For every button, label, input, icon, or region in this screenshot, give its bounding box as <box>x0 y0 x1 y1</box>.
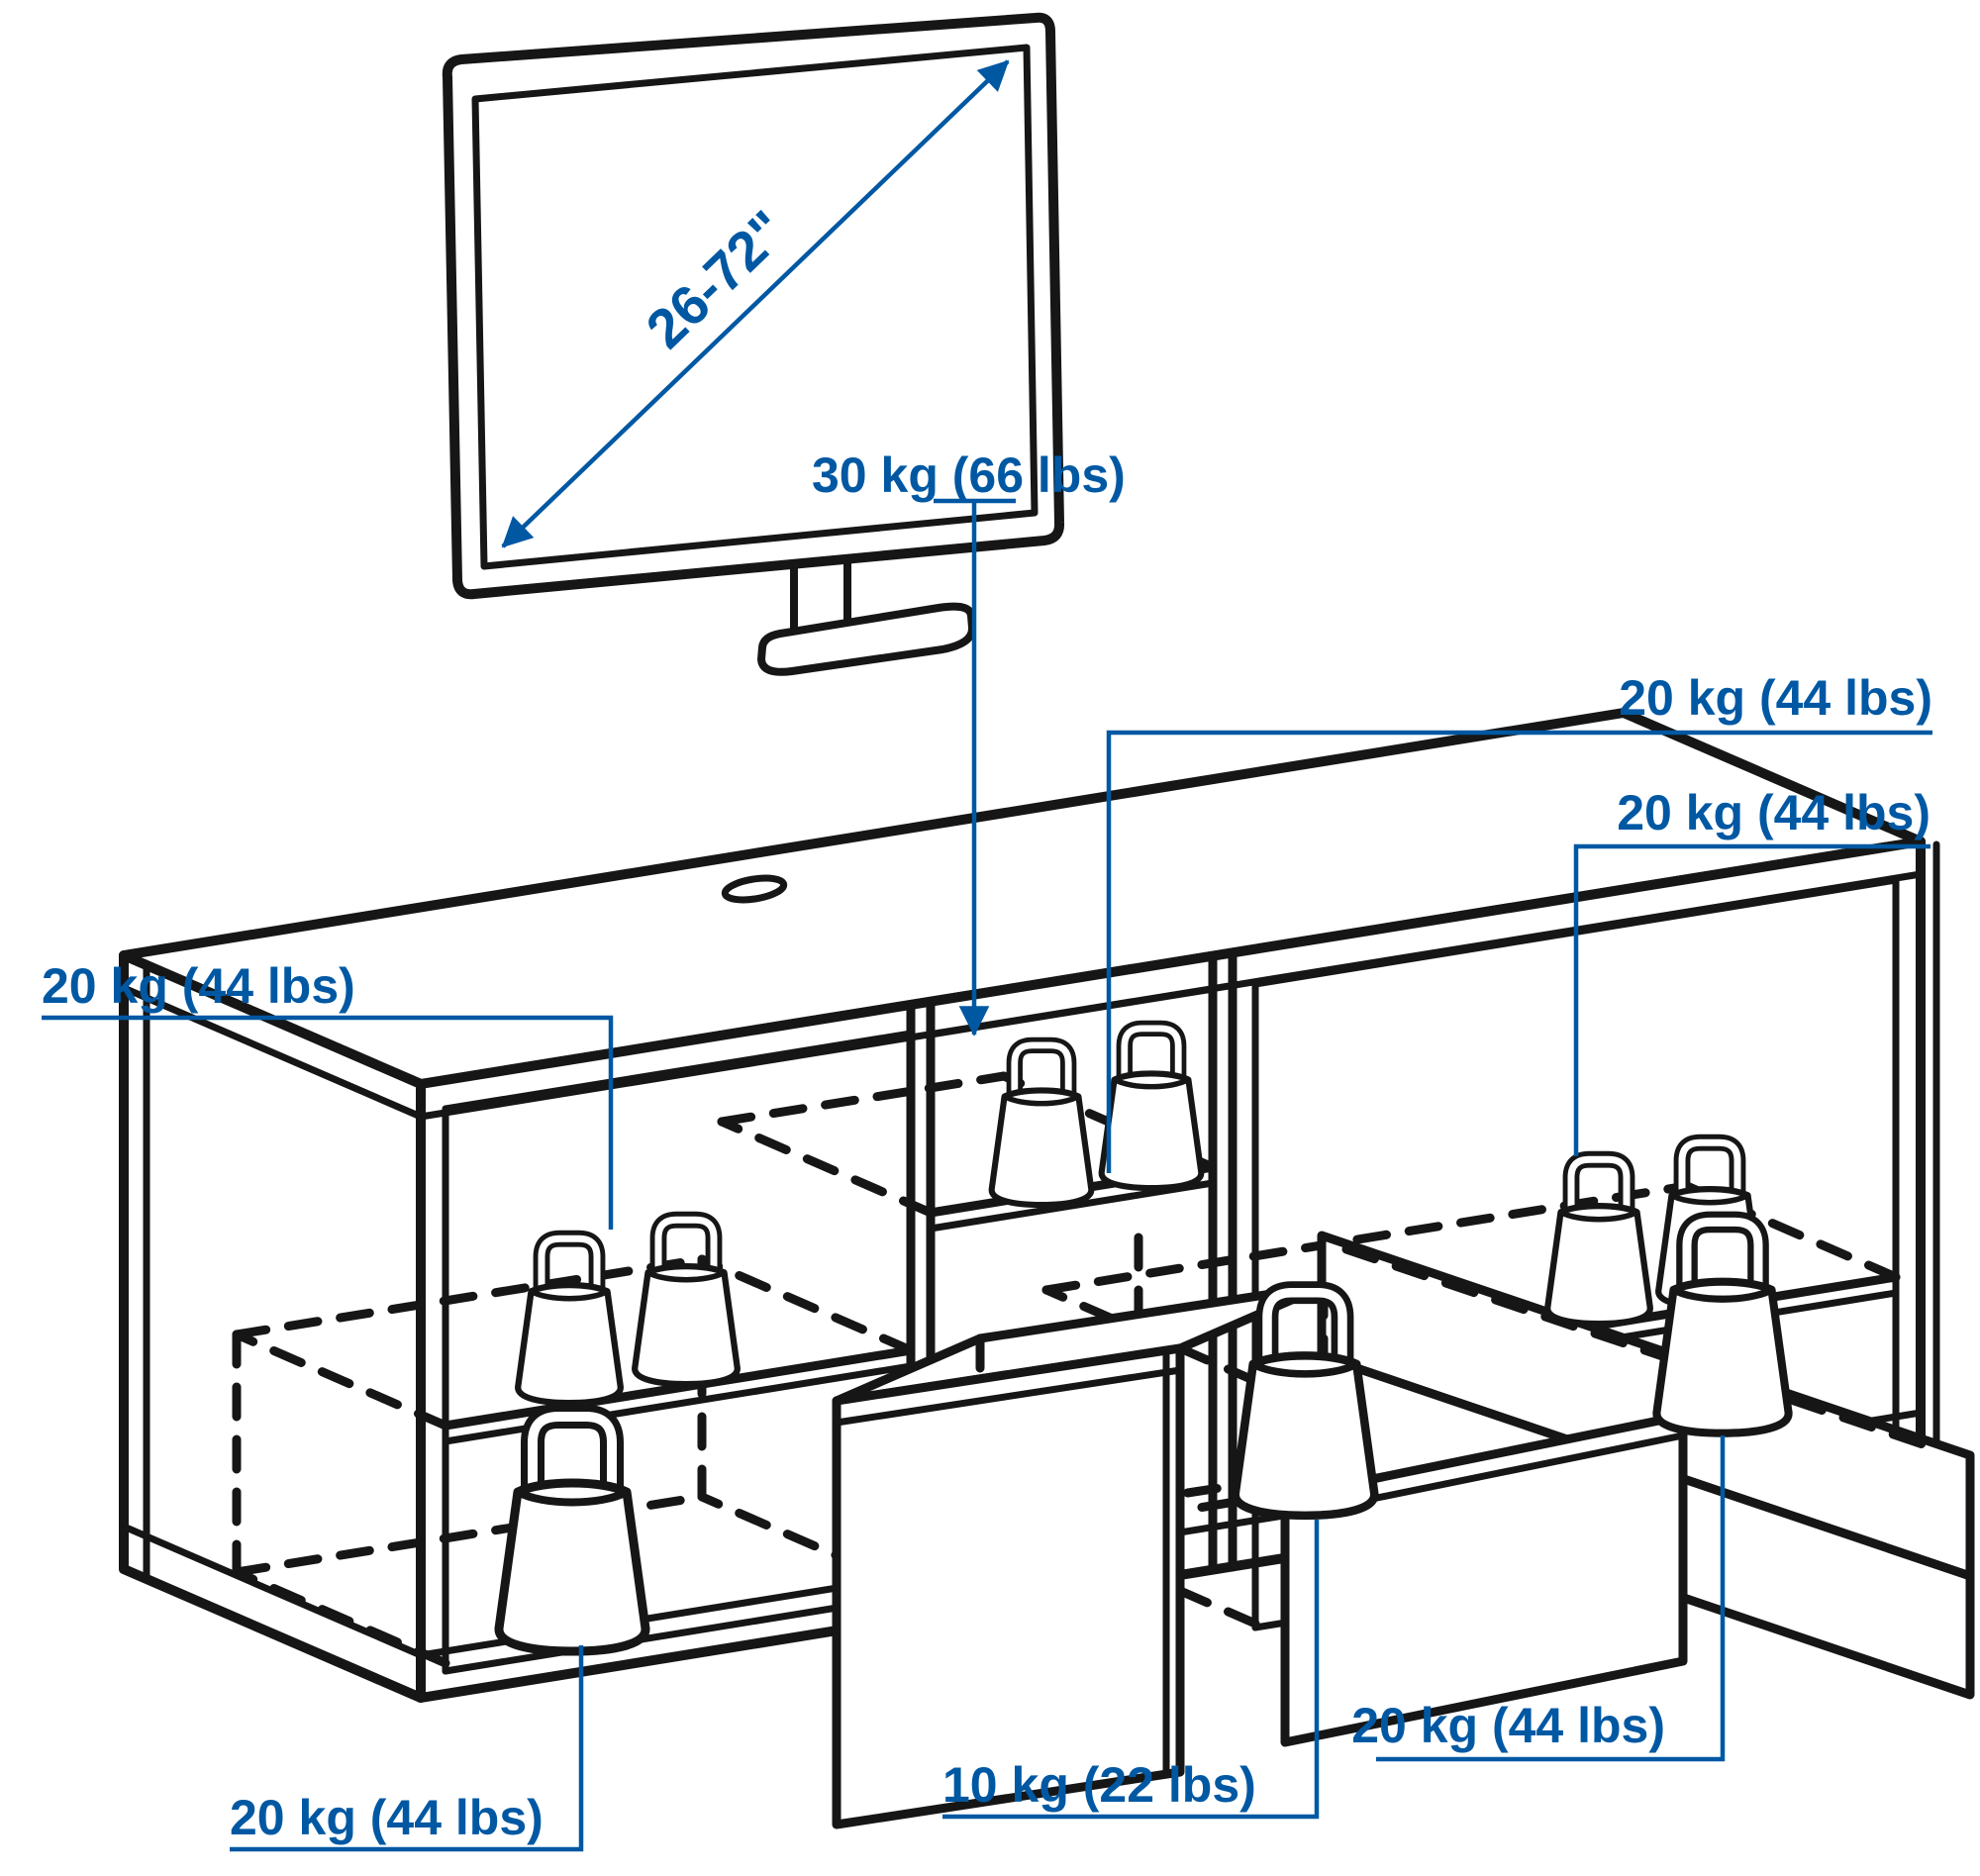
center-drawer-load-label: 10 kg (22 lbs) <box>942 1757 1256 1813</box>
callout-middle-shelf: 20 kg (44 lbs) <box>1106 670 1932 1173</box>
callout-right-drawer: 20 kg (44 lbs) <box>1351 1435 1726 1762</box>
middle-shelf-load-label: 20 kg (44 lbs) <box>1619 670 1932 726</box>
callout-center-drawer: 10 kg (22 lbs) <box>942 1520 1320 1820</box>
callout-left-bottom: 20 kg (44 lbs) <box>230 1645 584 1852</box>
callout-left-shelf: 20 kg (44 lbs) <box>42 958 614 1230</box>
tv-drawing: 26-72" <box>442 12 1065 676</box>
tv-diagonal-arrow <box>501 59 1010 548</box>
right-drawer-load-label: 20 kg (44 lbs) <box>1351 1698 1665 1753</box>
left-bottom-load-label: 20 kg (44 lbs) <box>230 1790 544 1845</box>
tv-bench-drawing <box>119 708 1975 1829</box>
right-open-drawer <box>1280 1231 1975 1747</box>
right-shelf-load-label: 20 kg (44 lbs) <box>1617 785 1930 840</box>
callout-top-surface: 30 kg (66 lbs) <box>812 447 1126 1037</box>
top-surface-load-label: 30 kg (66 lbs) <box>812 447 1126 503</box>
cable-outlet-hole <box>721 874 788 904</box>
left-shelf-load-label: 20 kg (44 lbs) <box>42 958 355 1014</box>
callout-right-shelf: 20 kg (44 lbs) <box>1573 785 1930 1156</box>
tv-stand-base <box>757 602 976 676</box>
center-drawer-front-panel <box>832 1343 1185 1829</box>
